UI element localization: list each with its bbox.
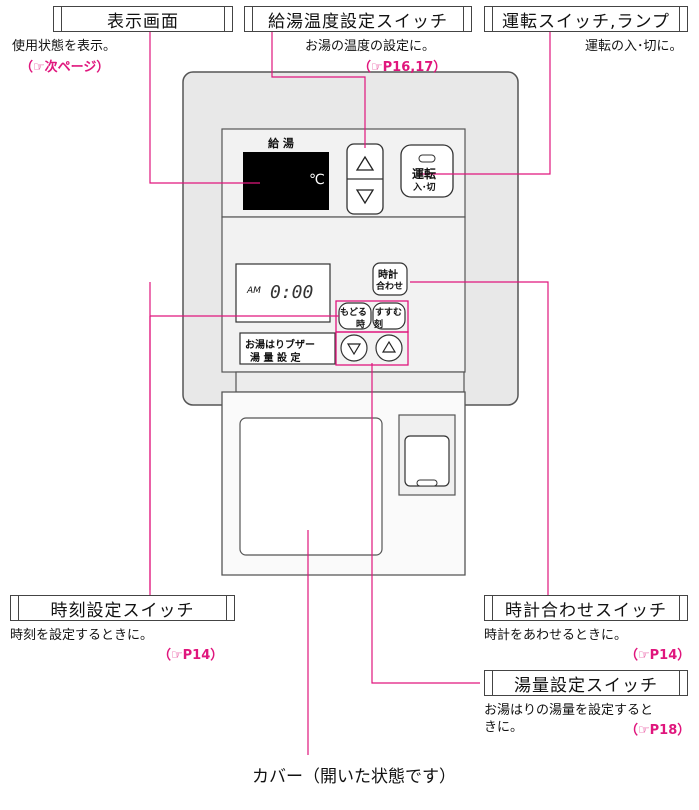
clock-switch-label: 時計合わせスイッチ (484, 595, 688, 621)
forward-button[interactable] (372, 302, 406, 330)
cover-inner-panel (239, 417, 383, 556)
buzzer-label-box (239, 332, 336, 365)
forward-button-label: すすむ (375, 308, 403, 318)
run-button[interactable] (400, 144, 454, 198)
volume-down-icon (346, 343, 362, 356)
run-button-sublabel: 入･切 (413, 183, 436, 193)
am-label: AM (247, 286, 261, 296)
hinge (235, 371, 465, 393)
run-button-label: 運転 (412, 167, 437, 181)
clock-switch-ref[interactable]: （☞P14） (625, 648, 691, 663)
time-label: 時 刻 (356, 320, 384, 330)
display-label: 表示画面 (53, 6, 233, 32)
leader-lines (149, 32, 551, 755)
time-value: 0:00 (270, 282, 314, 303)
temp-switch-ref[interactable]: （☞P16,17） (358, 60, 447, 75)
volume-label: 湯 量 設 定 (250, 353, 301, 364)
cover-latch (404, 435, 450, 487)
time-set-switch-label: 時刻設定スイッチ (10, 595, 235, 621)
volume-switch-desc-line2: きに。 (484, 720, 524, 735)
temp-up-icon[interactable] (355, 155, 375, 171)
temp-switch-desc: お湯の温度の設定に。 (305, 39, 436, 54)
clock-button[interactable] (372, 262, 408, 296)
time-set-switch-ref[interactable]: （☞P14） (158, 648, 224, 663)
display-ref[interactable]: （☞次ページ） (20, 60, 110, 75)
temp-down-icon[interactable] (355, 189, 375, 205)
volume-up-icon (381, 340, 397, 353)
clock-button-sublabel: 合わせ (376, 282, 404, 292)
buzzer-label: お湯はりブザー (245, 340, 315, 351)
volume-switch-ref[interactable]: （☞P18） (625, 723, 691, 738)
temperature-display (243, 152, 329, 210)
clock-display (235, 263, 331, 323)
volume-down-button[interactable] (340, 334, 368, 362)
run-switch-label: 運転スイッチ,ランプ (484, 6, 688, 32)
supply-label: 給 湯 (268, 137, 294, 150)
back-button-label: もどる (340, 308, 367, 318)
clock-switch-desc: 時計をあわせるときに。 (484, 628, 628, 643)
cover-label: カバー（開いた状態です） (252, 767, 456, 787)
temp-switch-label: 給湯温度設定スイッチ (244, 6, 472, 32)
volume-switch-desc-line1: お湯はりの湯量を設定すると (484, 703, 654, 718)
unit-label: ℃ (309, 172, 325, 188)
volume-switch-label: 湯量設定スイッチ (484, 670, 688, 696)
volume-up-button[interactable] (375, 334, 403, 362)
run-switch-desc: 運転の入･切に。 (585, 39, 683, 54)
display-desc: 使用状態を表示。 (12, 39, 117, 54)
time-set-switch-desc: 時刻を設定するときに。 (10, 628, 154, 643)
clock-button-label: 時計 (378, 270, 398, 281)
run-lamp (418, 154, 436, 163)
